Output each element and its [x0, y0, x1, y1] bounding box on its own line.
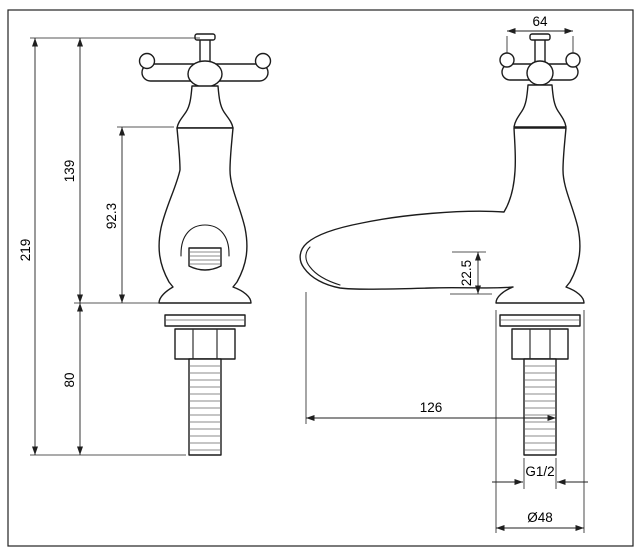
handle-finial-cap — [529, 33, 551, 41]
handle-skirt — [513, 84, 567, 128]
drawing-border — [7, 9, 634, 547]
handle-finial-cap — [194, 33, 216, 41]
spout-outlet-arch — [180, 224, 230, 257]
dimension-label: 22.5 — [459, 260, 474, 286]
dimensions: 219 139 92.3 80 64 22.5 — [18, 14, 588, 533]
handle-arm-tip-right — [565, 52, 581, 68]
backnut-facets — [192, 329, 218, 359]
dim-overall-height: 219 — [18, 38, 38, 455]
handle-hub — [526, 60, 554, 86]
base-washer — [164, 314, 246, 327]
base-washer — [499, 314, 581, 327]
front-extension-lines — [30, 37, 200, 456]
threaded-shank — [188, 358, 222, 456]
threaded-shank — [523, 358, 557, 456]
handle-arm-tip-left — [499, 52, 515, 68]
thread-lines — [189, 365, 221, 451]
handle-arm-tip-left — [138, 52, 156, 70]
dimension-label: 92.3 — [104, 203, 119, 229]
dim-outlet-height: 22.5 — [450, 251, 492, 295]
dim-thread-size: G1/2 — [492, 458, 588, 489]
extension-lines — [495, 310, 585, 533]
dim-body-height: 92.3 — [104, 127, 125, 303]
dim-shank-length: 80 — [62, 303, 83, 455]
dim-base-diameter: Ø48 — [495, 310, 585, 533]
spout-outlet-rim — [305, 246, 341, 286]
handle-hub — [187, 60, 223, 88]
extension-lines — [523, 458, 557, 489]
front-view — [138, 33, 272, 456]
dimension-label: G1/2 — [525, 464, 554, 479]
aerator — [188, 247, 222, 271]
dimension-label: 139 — [62, 160, 77, 183]
backnut — [174, 328, 236, 360]
backnut — [511, 328, 569, 360]
backnut-facets — [529, 329, 551, 359]
side-view — [299, 33, 585, 456]
dimension-label: 126 — [420, 400, 443, 415]
tap-body-with-spout — [299, 127, 585, 304]
dimension-label: 64 — [532, 14, 548, 29]
tap-body — [158, 127, 252, 304]
dimension-label: Ø48 — [527, 510, 553, 525]
handle-arm-tip-right — [254, 52, 272, 70]
dimension-label: 80 — [62, 372, 77, 387]
handle-skirt — [176, 85, 234, 129]
aerator-hatch — [190, 251, 220, 265]
dim-spout-reach: 126 — [305, 292, 556, 424]
dimension-label: 219 — [18, 239, 33, 262]
dim-height-above-deck: 139 — [62, 38, 83, 303]
dim-handle-width: 64 — [506, 14, 574, 53]
extension-lines — [506, 36, 574, 53]
